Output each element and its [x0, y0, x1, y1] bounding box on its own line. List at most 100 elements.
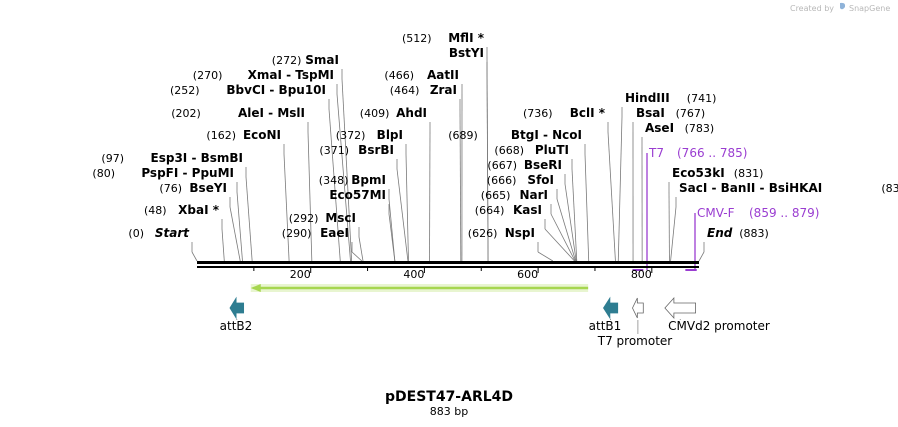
feature-arrow[interactable]	[664, 296, 696, 320]
enzyme-name[interactable]: BlpI	[377, 128, 403, 142]
enzyme-position: (741)	[687, 92, 717, 105]
enzyme-position: (371)	[319, 144, 349, 157]
map-length: 883 bp	[430, 405, 468, 418]
enzyme-name[interactable]: BseYI	[189, 181, 227, 195]
enzyme-name[interactable]: BbvCI - Bpu10I	[226, 83, 326, 97]
enzyme-name[interactable]: NspI	[505, 226, 535, 240]
enzyme-name[interactable]: BtgI - NcoI	[511, 128, 582, 142]
enzyme-cut-line	[698, 251, 705, 262]
enzyme-cut-line	[358, 236, 364, 262]
enzyme-name[interactable]: SmaI	[305, 53, 339, 67]
enzyme-name[interactable]: PluTI	[535, 143, 569, 157]
primer-name[interactable]: CMV-F	[697, 206, 735, 220]
enzyme-name[interactable]: PspFI - PpuMI	[141, 166, 234, 180]
enzyme-position: (767)	[676, 107, 706, 120]
feature-label[interactable]: attB1	[589, 319, 622, 333]
enzyme-name[interactable]: NarI	[519, 188, 548, 202]
enzyme-position: (270)	[193, 69, 223, 82]
enzyme-name[interactable]: BsaI	[636, 106, 665, 120]
enzyme-name[interactable]: BstYI	[449, 46, 484, 60]
enzyme-position: (667)	[487, 159, 517, 172]
enzyme-name[interactable]: Eco53kI	[672, 166, 725, 180]
enzyme-name[interactable]: End	[707, 226, 733, 240]
enzyme-cut-line	[544, 228, 575, 262]
enzyme-cut-line	[336, 93, 351, 262]
enzyme-name[interactable]: Start	[155, 226, 190, 240]
enzyme-position: (0)	[128, 227, 144, 240]
ruler-tick-label: 600	[517, 268, 538, 281]
enzyme-position: (162)	[206, 129, 236, 142]
snapgene-brand: SnapGene	[849, 4, 890, 13]
enzyme-cut-line	[459, 108, 462, 262]
enzyme-name[interactable]: AseI	[645, 121, 674, 135]
enzyme-cut-line	[405, 153, 409, 262]
enzyme-name[interactable]: EcoNI	[243, 128, 281, 142]
enzyme-name[interactable]: BpmI	[351, 173, 386, 187]
feature-label[interactable]: attB2	[220, 319, 253, 333]
credit-text: Created by	[790, 4, 834, 13]
primer-range: (766 .. 785)	[677, 146, 747, 160]
enzyme-name[interactable]: KasI	[513, 203, 542, 217]
enzyme-cut-line	[221, 228, 225, 262]
enzyme-position: (76)	[159, 182, 182, 195]
feature-label[interactable]: CMVd2 promoter	[668, 319, 770, 333]
enzyme-position: (736)	[523, 107, 553, 120]
enzyme-position: (664)	[475, 204, 505, 217]
enzyme-cut-line	[328, 108, 341, 262]
primer-range: (859 .. 879)	[749, 206, 819, 220]
enzyme-name[interactable]: AatII	[427, 68, 459, 82]
enzyme-cut-line	[486, 71, 489, 262]
enzyme-name[interactable]: MflI *	[448, 31, 484, 45]
enzyme-name[interactable]: SfoI	[527, 173, 554, 187]
enzyme-position: (831)	[734, 167, 764, 180]
enzyme-position: (626)	[468, 227, 498, 240]
enzyme-name[interactable]: Eco57MI	[329, 188, 386, 202]
enzyme-position: (48)	[144, 204, 167, 217]
enzyme-name[interactable]: BclI *	[570, 106, 606, 120]
enzyme-name[interactable]: MscI	[325, 211, 356, 225]
enzyme-name[interactable]: AleI - MslI	[238, 106, 305, 120]
enzyme-cut-line	[584, 153, 590, 262]
enzyme-position: (883)	[739, 227, 769, 240]
enzyme-position: (409)	[360, 107, 390, 120]
enzyme-position: (290)	[282, 227, 312, 240]
enzyme-cut-line	[556, 198, 577, 262]
enzyme-position: (668)	[494, 144, 524, 157]
enzyme-name[interactable]: SacI - BanII - BsiHKAI	[679, 181, 822, 195]
enzyme-name[interactable]: BsrBI	[358, 143, 394, 157]
feature-arrow[interactable]	[632, 297, 644, 319]
feature-arrow[interactable]	[229, 296, 245, 320]
enzyme-position: (202)	[171, 107, 201, 120]
enzyme-name[interactable]: EaeI	[320, 226, 349, 240]
primers: T7 (766 .. 785) CMV-F (859 .. 879)	[632, 146, 819, 271]
enzyme-position: (666)	[487, 174, 517, 187]
map-title: pDEST47-ARL4D	[385, 389, 513, 405]
enzyme-name[interactable]: XbaI *	[178, 203, 220, 217]
enzyme-cut-line	[283, 153, 290, 262]
feature-arrow[interactable]	[603, 296, 619, 320]
feature-label[interactable]: T7 promoter	[597, 334, 673, 348]
enzyme-cut-line	[571, 168, 578, 262]
enzyme-name[interactable]: HindIII	[625, 91, 670, 105]
ruler-tick-label: 800	[631, 268, 652, 281]
enzyme-name[interactable]: ZraI	[430, 83, 457, 97]
enzyme-name[interactable]: AhdI	[396, 106, 427, 120]
enzyme-position: (464)	[390, 84, 420, 97]
enzyme-position: (665)	[481, 189, 511, 202]
backbone-top-strand	[197, 261, 699, 264]
enzyme-cut-lines	[191, 47, 705, 262]
enzyme-cut-line	[351, 251, 363, 262]
enzyme-position: (512)	[402, 32, 432, 45]
enzyme-name[interactable]: XmaI - TspMI	[248, 68, 334, 82]
enzyme-name[interactable]: BseRI	[524, 158, 562, 172]
enzyme-cut-line	[607, 131, 616, 262]
snapgene-icon	[840, 2, 846, 10]
backbone-bottom-strand	[197, 266, 699, 268]
enzyme-cut-line	[550, 213, 576, 262]
enzyme-position: (348)	[319, 174, 349, 187]
enzyme-cut-line	[341, 78, 353, 262]
primer-name[interactable]: T7	[648, 146, 664, 160]
enzyme-name[interactable]: Esp3I - BsmBI	[151, 151, 243, 165]
